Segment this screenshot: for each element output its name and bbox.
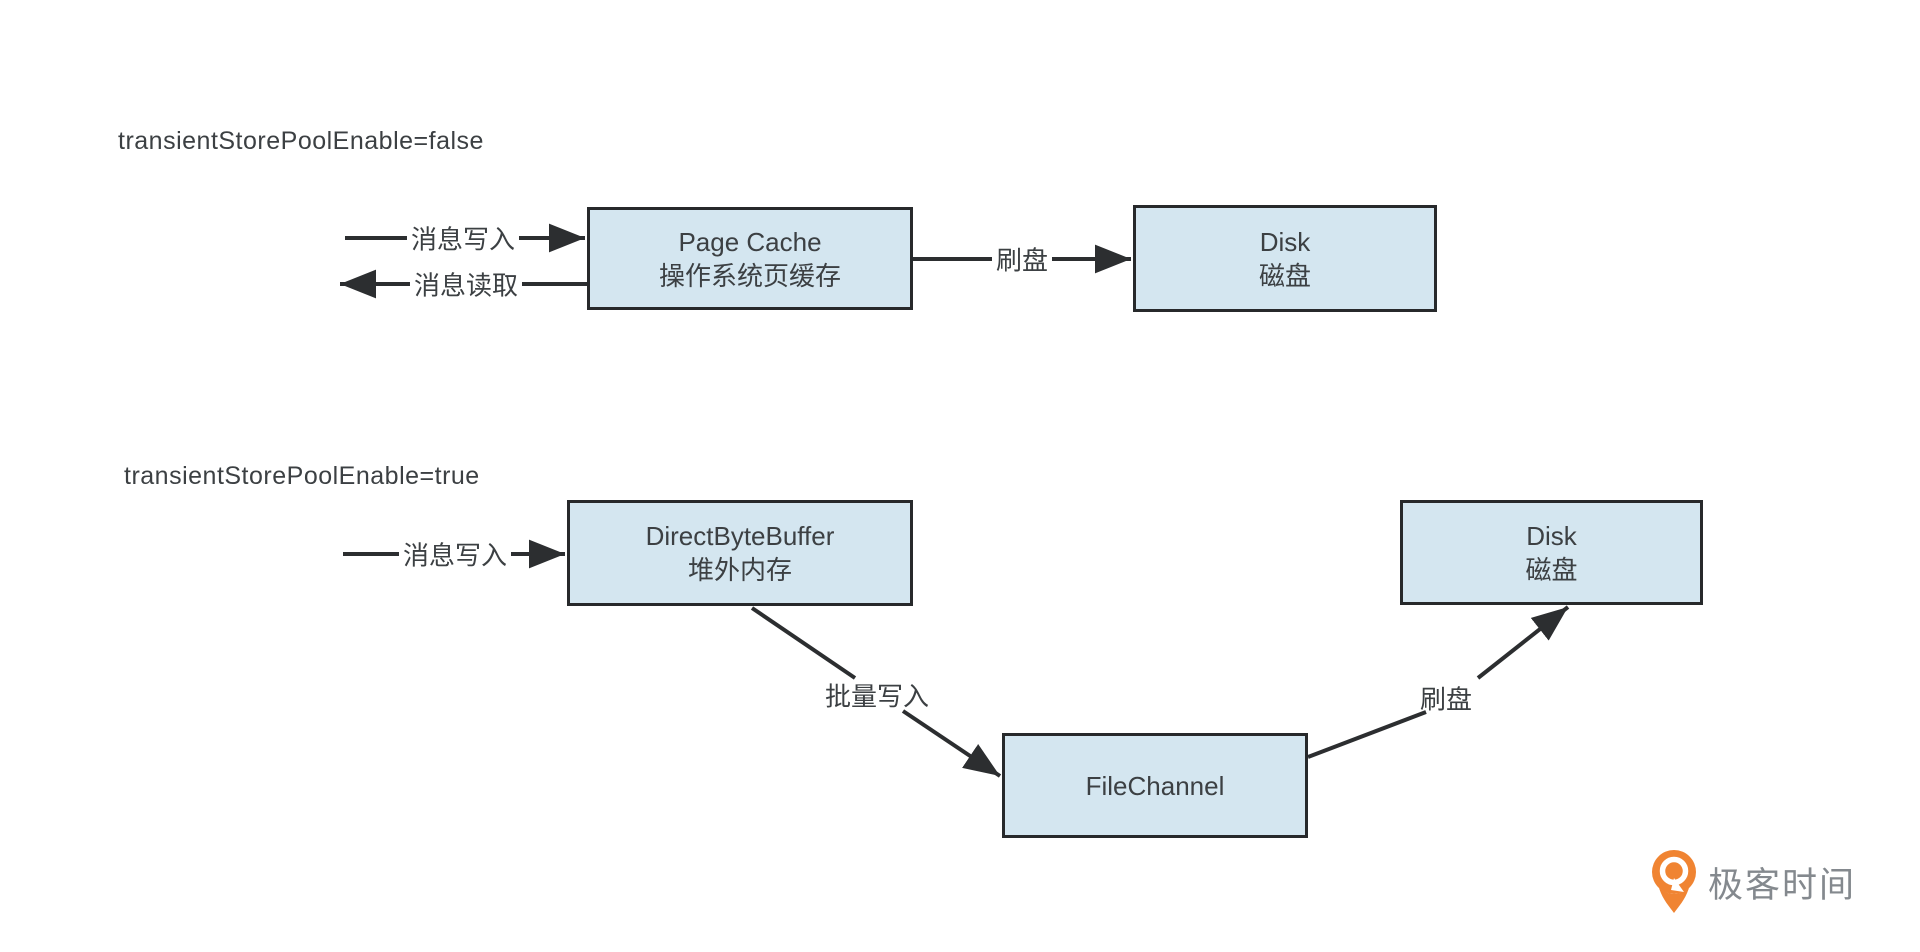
section-title-transient-false: transientStorePoolEnable=false <box>118 127 484 155</box>
node-page-cache-name: Page Cache <box>678 226 822 257</box>
arrow-flush-true-segment-b <box>1476 605 1570 680</box>
node-disk-false-name: Disk <box>1259 226 1311 257</box>
node-file-channel: FileChannel <box>1002 733 1308 838</box>
node-direct-byte-buffer-subtitle: 堆外内存 <box>687 555 792 585</box>
section-title-transient-true: transientStorePoolEnable=true <box>124 462 480 490</box>
edge-label-flush-true: 刷盘 <box>1419 684 1473 715</box>
edge-label-write-true: 消息写入 <box>398 535 512 573</box>
node-disk-true-name: Disk <box>1526 520 1577 551</box>
geektime-logo-icon <box>1652 850 1696 913</box>
edge-label-read-false: 消息读取 <box>409 265 523 303</box>
node-file-channel-name: FileChannel <box>1085 770 1225 801</box>
node-disk-false: Disk 磁盘 <box>1133 205 1437 312</box>
edge-label-flush-false: 刷盘 <box>991 240 1053 278</box>
node-direct-byte-buffer: DirectByteBuffer 堆外内存 <box>567 500 913 606</box>
node-disk-true-subtitle: 磁盘 <box>1525 554 1578 585</box>
node-disk-false-subtitle: 磁盘 <box>1258 260 1311 291</box>
edge-label-batch-write-true: 批量写入 <box>824 681 930 712</box>
geektime-logo: 极客时间 <box>1650 848 1856 916</box>
arrow-batch-true-segment-b <box>901 709 1002 778</box>
geektime-logo-text: 极客时间 <box>1708 865 1857 905</box>
node-direct-byte-buffer-name: DirectByteBuffer <box>645 521 835 551</box>
node-disk-true: Disk 磁盘 <box>1400 500 1703 605</box>
arrow-flush-true-segment-a <box>1307 710 1427 759</box>
node-page-cache-subtitle: 操作系统页缓存 <box>658 260 841 291</box>
edge-label-write-false: 消息写入 <box>406 219 520 257</box>
arrow-batch-true-segment-a <box>750 606 857 680</box>
node-page-cache: Page Cache 操作系统页缓存 <box>587 207 913 310</box>
